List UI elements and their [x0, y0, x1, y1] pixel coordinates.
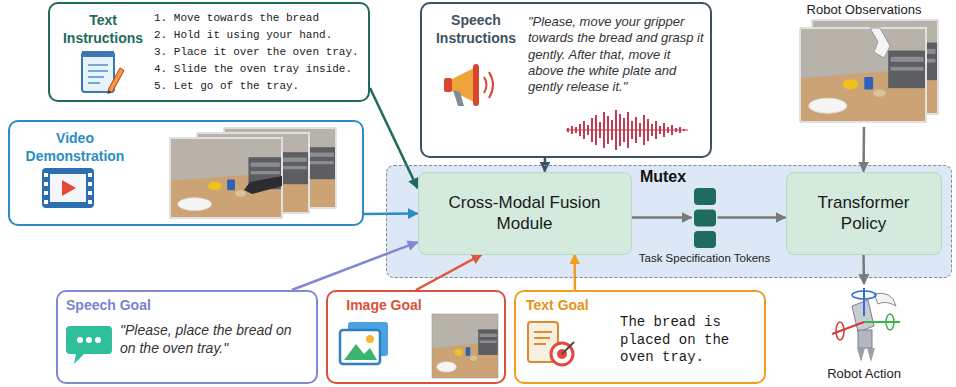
- speech-bubble-icon: [66, 326, 112, 364]
- text-slot: 3. Place it over the oven tray.: [154, 46, 364, 60]
- flow-arrow: [632, 216, 692, 219]
- goal-text: The bread is placed on the oven tray.: [620, 314, 758, 367]
- module-box: Transformer Policy: [786, 172, 942, 255]
- flow-arrow: [364, 212, 418, 215]
- action-output: Robot Action: [809, 284, 919, 384]
- text-slot: 1. Move towards the bread: [154, 12, 364, 26]
- observation-frames: [800, 20, 938, 122]
- flow-arrow: [416, 255, 482, 291]
- speech-waveform: [566, 110, 688, 150]
- instruction-step: 5. Let go of the tray.: [154, 80, 364, 94]
- flow-arrow: [718, 216, 786, 219]
- text-slot: Task Specification Tokens: [635, 251, 775, 265]
- quote-text: "Please, move your gripper towards the b…: [528, 14, 706, 95]
- text-slot: 4. Slide the oven tray inside.: [154, 63, 364, 77]
- image-icon: [340, 322, 388, 364]
- box-heading: Image Goal: [334, 297, 434, 315]
- module-name: Transformer Policy: [799, 192, 929, 235]
- goal-document-icon: [528, 322, 574, 365]
- text-slot: Image Goal: [334, 297, 434, 315]
- box-heading: Text Instructions: [56, 12, 150, 47]
- flow-arrow: [573, 255, 576, 291]
- token-label: Task Specification Tokens: [635, 251, 775, 265]
- quote-text: "Please, place the bread on on the oven …: [120, 322, 308, 357]
- flow-arrow: [370, 88, 418, 188]
- box-heading: Speech Goal: [66, 297, 226, 315]
- box-heading: Text Goal: [526, 297, 666, 315]
- robot-gripper-icon: [832, 288, 900, 362]
- notepad-icon: [82, 51, 124, 94]
- token-stack: Task Specification Tokens: [692, 188, 718, 248]
- text-slot: The bread is placed on the oven tray.: [620, 314, 758, 367]
- instruction-step: 4. Slide the oven tray inside.: [154, 63, 364, 77]
- film-icon: [42, 168, 94, 208]
- token-square: [694, 231, 716, 248]
- model-region: MutexCross-Modal Fusion ModuleTask Speci…: [386, 165, 952, 278]
- text-slot: Robot Action: [809, 366, 919, 382]
- panel-label: Robot Observations: [786, 2, 942, 18]
- input-box: Speech Goal "Please, place the bread on o…: [56, 290, 318, 384]
- flow-arrow: [862, 255, 865, 285]
- input-box: Video Demonstration: [8, 120, 364, 226]
- input-box: Text Instructions 1. Move towards the bre…: [48, 2, 370, 102]
- megaphone-icon: [444, 64, 493, 106]
- panel-label: Robot Action: [809, 366, 919, 382]
- text-slot: Speech Instructions: [428, 12, 524, 47]
- text-slot: Video Demonstration: [16, 130, 134, 165]
- box-heading: Speech Instructions: [428, 12, 524, 47]
- input-box: Image Goal: [326, 290, 506, 384]
- text-slot: Mutex: [631, 167, 695, 187]
- box-heading: Video Demonstration: [16, 130, 134, 165]
- instruction-step: 2. Hold it using your hand.: [154, 29, 364, 43]
- token-squares: [692, 188, 718, 248]
- text-slot: Text Goal: [526, 297, 666, 315]
- token-square: [694, 188, 716, 205]
- text-slot: "Please, place the bread on on the oven …: [120, 322, 308, 357]
- instruction-step: 3. Place it over the oven tray.: [154, 46, 364, 60]
- module-name: Cross-Modal Fusion Module: [431, 192, 619, 235]
- video-frames: [170, 128, 336, 218]
- region-title: Mutex: [631, 167, 695, 187]
- text-slot: 2. Hold it using your hand.: [154, 29, 364, 43]
- text-slot: "Please, move your gripper towards the b…: [528, 14, 706, 95]
- instruction-step: 1. Move towards the bread: [154, 12, 364, 26]
- module-box: Cross-Modal Fusion Module: [418, 172, 632, 255]
- input-box: Speech Instructions"Please, move your gr…: [420, 2, 712, 158]
- input-box: Text GoalThe bread is placed on the oven…: [514, 290, 766, 384]
- text-slot: 5. Let go of the tray.: [154, 80, 364, 94]
- text-slot: Text Instructions: [56, 12, 150, 47]
- text-slot: Robot Observations: [786, 2, 942, 18]
- flow-arrow: [292, 242, 418, 290]
- text-slot: Speech Goal: [66, 297, 226, 315]
- token-square: [694, 209, 716, 226]
- goal-photo: [432, 314, 498, 378]
- observation-panel: Robot Observations: [786, 2, 942, 127]
